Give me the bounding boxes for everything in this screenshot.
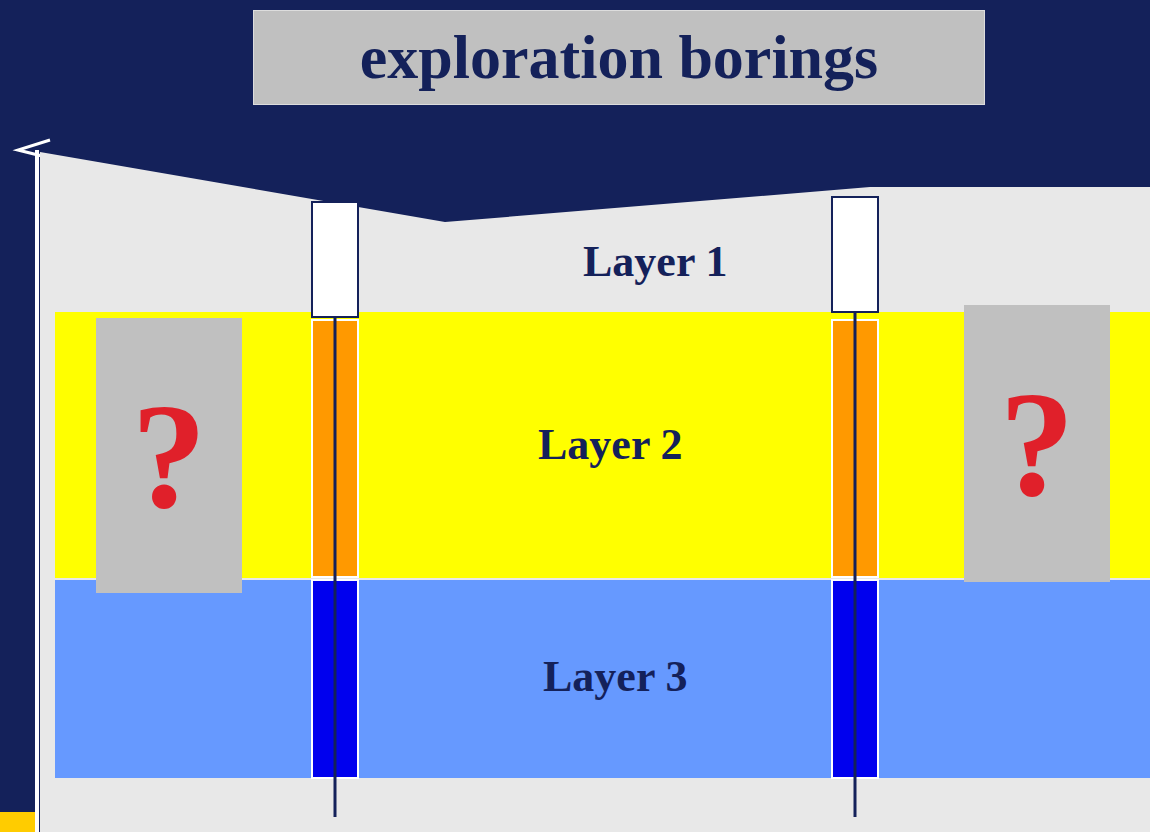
layer-label: Layer 1 xyxy=(583,240,728,284)
corner-mark xyxy=(0,812,35,832)
layer-label: Layer 3 xyxy=(543,655,688,699)
boring-line xyxy=(854,312,857,817)
boring-line xyxy=(334,317,337,817)
boring-casing xyxy=(312,202,358,317)
question-mark: ? xyxy=(132,381,207,531)
title-text: exploration borings xyxy=(360,22,878,93)
title-box: exploration borings xyxy=(253,10,985,105)
layer-label: Layer 2 xyxy=(538,423,683,467)
unknown-box: ? xyxy=(964,305,1110,582)
unknown-box: ? xyxy=(96,318,242,593)
question-mark: ? xyxy=(1000,369,1075,519)
soil-layer: Layer 3 xyxy=(55,580,1150,778)
depth-axis xyxy=(35,150,39,832)
boring-casing xyxy=(832,197,878,312)
